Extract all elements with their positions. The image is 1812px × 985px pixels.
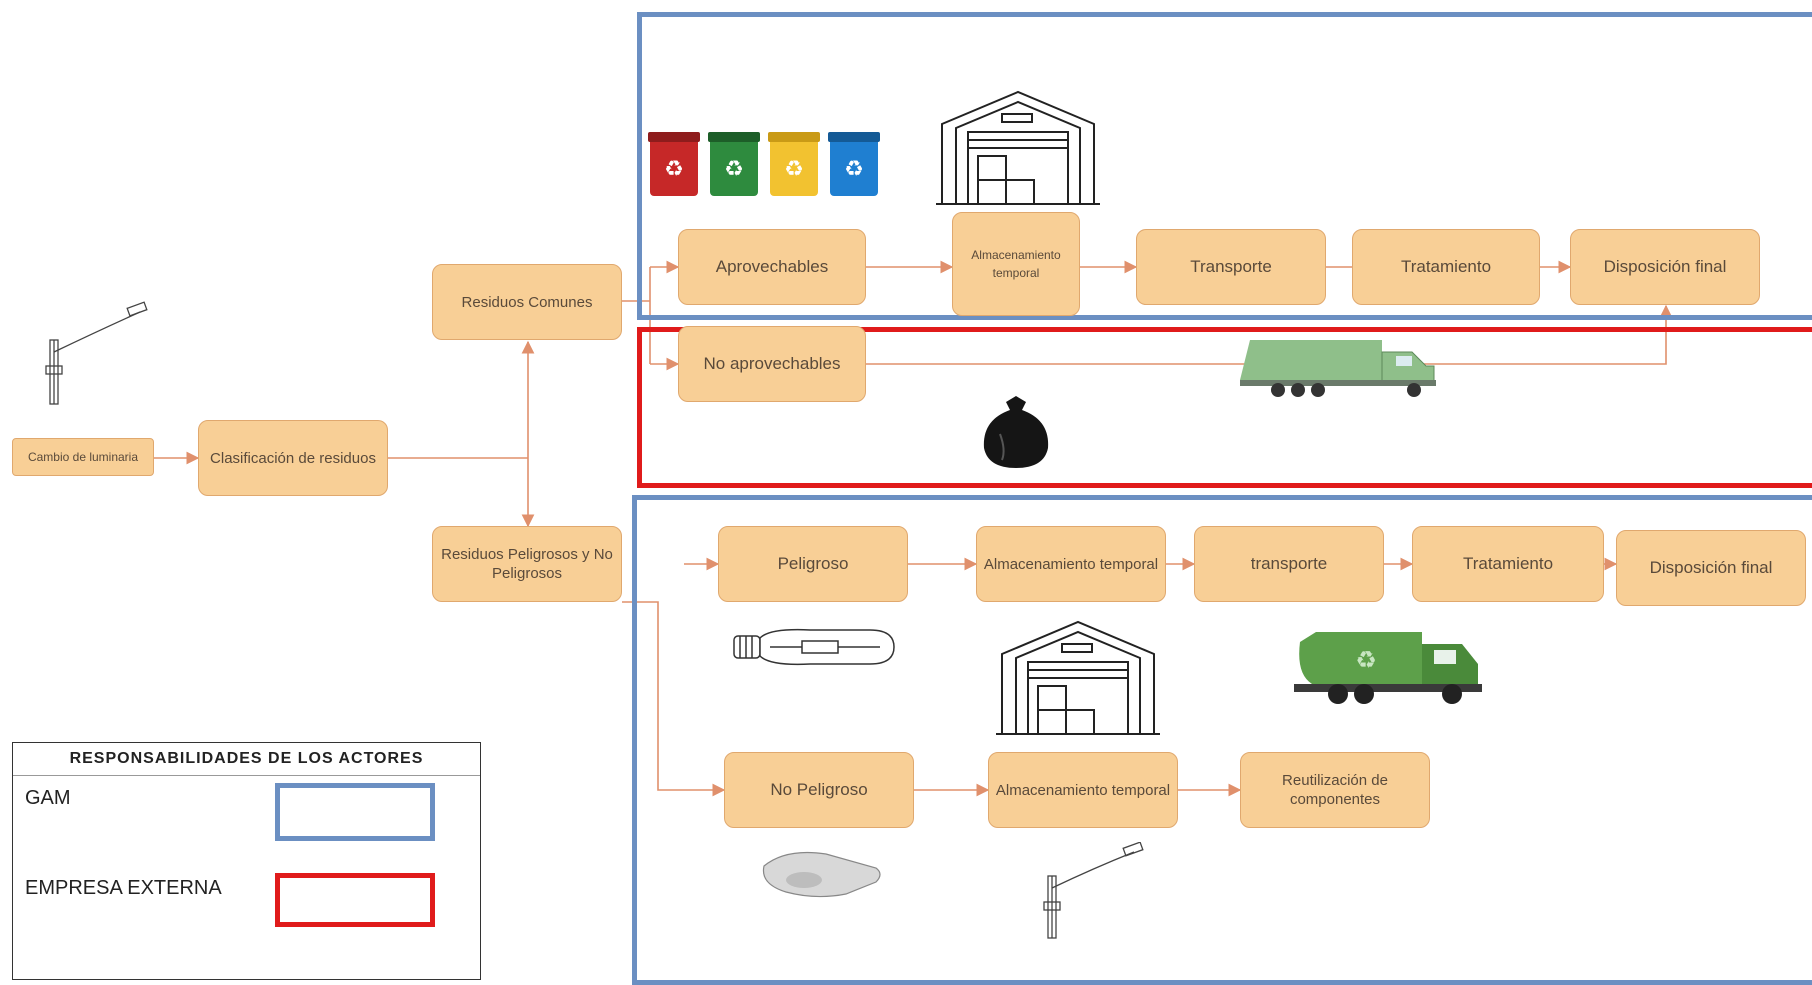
recycle-bin-icon: ♻	[648, 132, 700, 196]
gam-region-top	[637, 12, 1812, 320]
svg-text:♻: ♻	[844, 157, 864, 182]
externa-region	[637, 327, 1812, 488]
garbage-truck-icon	[1240, 340, 1436, 397]
warehouse-icon	[936, 90, 1100, 205]
trash-bag-icon	[983, 396, 1049, 468]
svg-text:♻: ♻	[784, 157, 804, 182]
node-cambio-luminaria: Cambio de luminaria	[12, 438, 154, 476]
node-no-peligroso: No Peligroso	[724, 752, 914, 828]
node-transporte-2: transporte	[1194, 526, 1384, 602]
legend-swatch-externa	[275, 873, 435, 927]
svg-text:♻: ♻	[664, 157, 684, 182]
node-disposicion-2: Disposición final	[1616, 530, 1806, 606]
node-transporte-1: Transporte	[1136, 229, 1326, 305]
legend-label-externa: EMPRESA EXTERNA	[25, 877, 222, 899]
legend-label-gam: GAM	[25, 787, 71, 809]
node-peligroso: Peligroso	[718, 526, 908, 602]
street-lamp-icon	[45, 301, 148, 405]
node-tratamiento-1: Tratamiento	[1352, 229, 1540, 305]
legend-panel: RESPONSABILIDADES DE LOS ACTORES GAM EMP…	[12, 742, 481, 980]
node-clasificacion: Clasificación de residuos	[198, 420, 388, 496]
node-residuos-comunes: Residuos Comunes	[432, 264, 622, 340]
svg-text:♻: ♻	[724, 157, 744, 182]
node-almacenamiento-3: Almacenamiento temporal	[988, 752, 1178, 828]
node-residuos-peligrosos: Residuos Peligrosos y No Peligrosos	[432, 526, 622, 602]
node-disposicion-1: Disposición final	[1570, 229, 1760, 305]
legend-title: RESPONSABILIDADES DE LOS ACTORES	[13, 743, 480, 776]
garbage-truck-icon: ♻	[1294, 632, 1482, 704]
legend-swatch-gam	[275, 783, 435, 841]
luminaire-head-icon	[762, 851, 881, 898]
svg-text:♻: ♻	[1355, 646, 1377, 674]
node-tratamiento-2: Tratamiento	[1412, 526, 1604, 602]
lamp-bulb-icon	[733, 628, 895, 666]
warehouse-icon	[996, 620, 1160, 735]
node-no-aprovechables: No aprovechables	[678, 326, 866, 402]
recycle-bin-icon: ♻	[828, 132, 880, 196]
node-reutilizacion: Reutilización de componentes	[1240, 752, 1430, 828]
street-lamp-icon	[1043, 842, 1144, 939]
node-almacenamiento-2: Almacenamiento temporal	[976, 526, 1166, 602]
recycle-bin-icon: ♻	[708, 132, 760, 196]
recycle-bin-icon: ♻	[768, 132, 820, 196]
node-almacenamiento-1: Almacenamiento temporal	[952, 212, 1080, 316]
node-aprovechables: Aprovechables	[678, 229, 866, 305]
